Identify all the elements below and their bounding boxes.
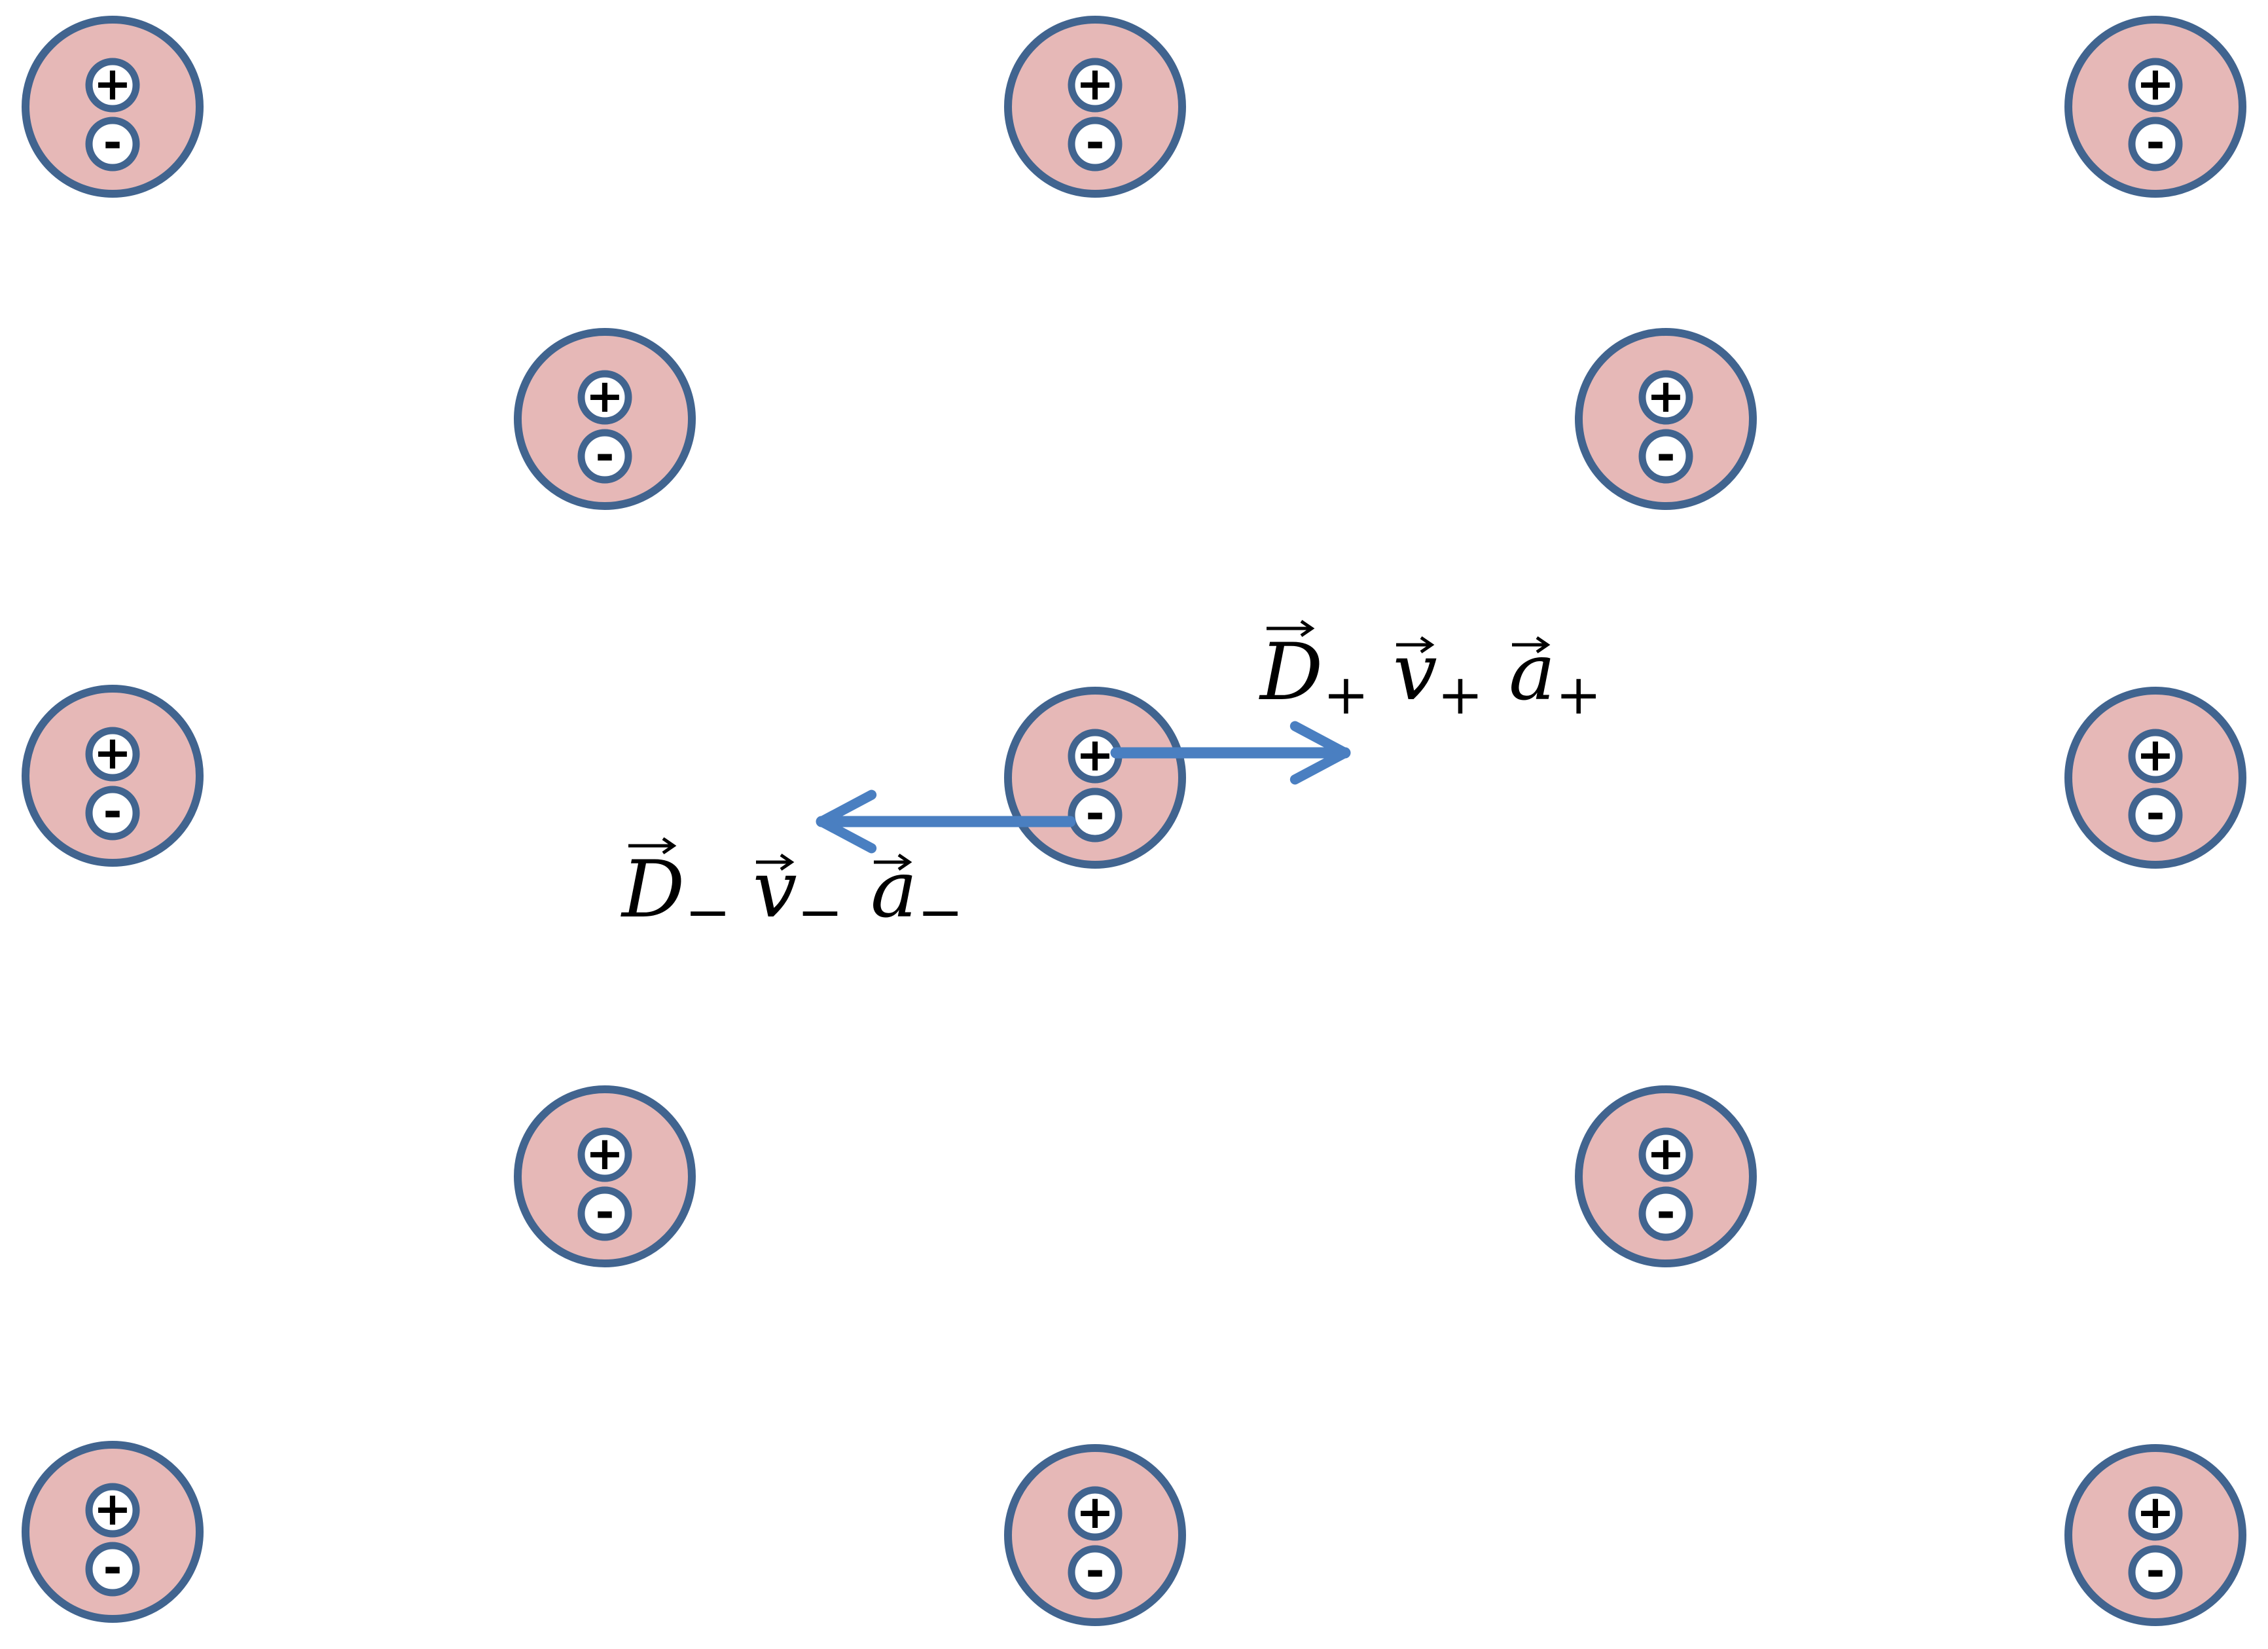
atom: +- [22, 1441, 204, 1623]
negative-charge-sign: - [1085, 787, 1104, 841]
negative-charge [577, 429, 632, 484]
svg-text:v+: v+ [1393, 627, 1483, 727]
atom-lattice: +-+-+-+-+-+-+-+-+-+-+-+-+- [22, 16, 2246, 1626]
negative-charge-sign: - [595, 428, 614, 482]
positive-charge-sign: + [1076, 1485, 1115, 1539]
positive-charge [1068, 1486, 1123, 1541]
negative-charge-sign: - [1656, 1186, 1675, 1239]
positive-charge [577, 370, 632, 425]
positive-charge [2128, 1486, 2183, 1541]
positive-charge [577, 1127, 632, 1182]
negative-charge [577, 1186, 632, 1241]
label-a-plus: a [1509, 627, 1556, 718]
negative-charge-sign: - [2146, 1544, 2165, 1598]
positive-charge-sign: + [2136, 728, 2175, 782]
positive-charge-sign: + [1076, 728, 1115, 782]
svg-text:D−: D− [621, 844, 731, 944]
positive-charge [1068, 58, 1123, 113]
negative-vector-labels: D− v− a− [621, 837, 963, 944]
positive-charge-sign: + [94, 57, 132, 111]
positive-charge-sign: + [586, 1127, 624, 1180]
negative-charge-sign: - [595, 1186, 614, 1239]
positive-charge-sign: + [586, 369, 624, 423]
label-a-minus: a [871, 844, 918, 935]
positive-charge [85, 727, 140, 782]
negative-charge-sign: - [2146, 787, 2165, 841]
negative-charge-sign: - [1085, 1544, 1104, 1598]
negative-charge [1068, 1545, 1123, 1600]
negative-charge [1638, 429, 1693, 484]
negative-charge [2128, 117, 2183, 172]
label-v-plus: v [1393, 627, 1437, 718]
positive-charge [85, 58, 140, 113]
svg-text:a−: a− [871, 844, 963, 944]
negative-charge [85, 786, 140, 841]
positive-charge-sign: + [2136, 57, 2175, 111]
svg-text:a+: a+ [1509, 627, 1602, 727]
label-D-plus: D [1259, 627, 1323, 718]
negative-charge-sign: - [2146, 116, 2165, 170]
positive-charge [1638, 370, 1693, 425]
svg-text:v−: v− [753, 844, 843, 944]
negative-charge-sign: - [1656, 428, 1675, 482]
negative-charge-sign: - [103, 785, 122, 839]
positive-charge-sign: + [1076, 57, 1115, 111]
positive-charge-sign: + [94, 726, 132, 780]
positive-charge [1638, 1127, 1693, 1182]
negative-charge [85, 117, 140, 172]
negative-charge [2128, 1545, 2183, 1600]
atom: +- [514, 328, 696, 510]
negative-charge-sign: - [103, 1541, 122, 1595]
atom: +- [22, 685, 204, 867]
atom: +- [2064, 1444, 2246, 1626]
negative-charge [1068, 788, 1123, 843]
atom: +- [1575, 1085, 1757, 1267]
negative-charge-sign: - [1085, 116, 1104, 170]
positive-charge-sign: + [1647, 1127, 1685, 1180]
atom: +- [2064, 687, 2246, 869]
atom: +- [1575, 328, 1757, 510]
negative-charge [1638, 1186, 1693, 1241]
atom: +- [2064, 16, 2246, 198]
positive-charge-sign: + [94, 1482, 132, 1536]
negative-charge [1068, 117, 1123, 172]
atom: +- [1004, 1444, 1186, 1626]
atom: +- [514, 1085, 696, 1267]
svg-text:D+: D+ [1259, 627, 1369, 727]
atom: +- [1004, 687, 1186, 869]
negative-charge-sign: - [103, 116, 122, 170]
label-D-minus: D [621, 844, 685, 935]
atom: +- [1004, 16, 1186, 198]
negative-charge [85, 1542, 140, 1597]
negative-charge [2128, 788, 2183, 843]
positive-vector-labels: D+ v+ a+ [1259, 619, 1602, 727]
positive-charge-sign: + [1647, 369, 1685, 423]
atom: +- [22, 16, 204, 198]
label-v-minus: v [753, 844, 797, 935]
positive-charge [2128, 729, 2183, 784]
positive-charge [2128, 58, 2183, 113]
positive-charge-sign: + [2136, 1485, 2175, 1539]
positive-charge [85, 1483, 140, 1538]
